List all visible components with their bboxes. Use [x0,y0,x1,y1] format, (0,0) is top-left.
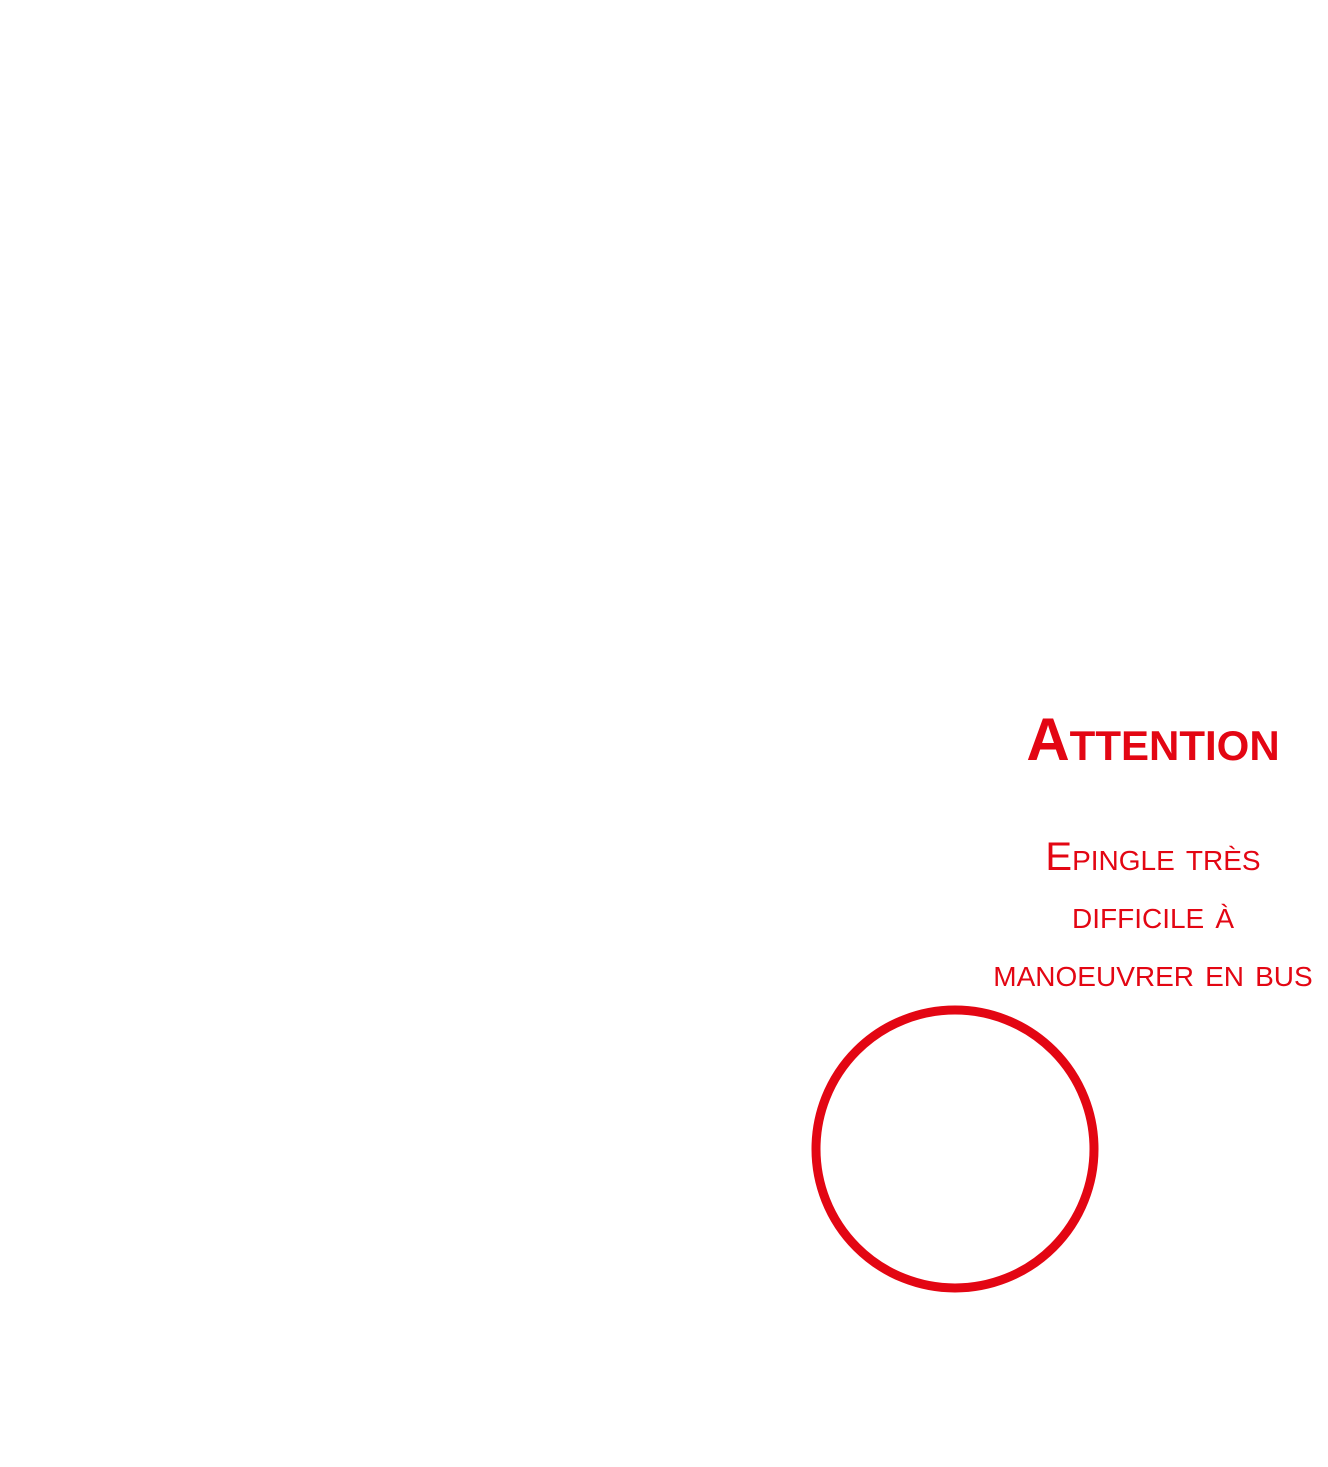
red-circle-icon [811,1005,1099,1293]
warning-message: Epingle très difficile à manoeuvrer en b… [960,828,1328,1002]
warning-line-2: difficile à [1071,893,1235,937]
warning-line-1: Epingle très [1045,835,1261,879]
warning-line-3: manoeuvrer en bus [993,951,1313,995]
warning-title: Attention [1026,706,1280,773]
